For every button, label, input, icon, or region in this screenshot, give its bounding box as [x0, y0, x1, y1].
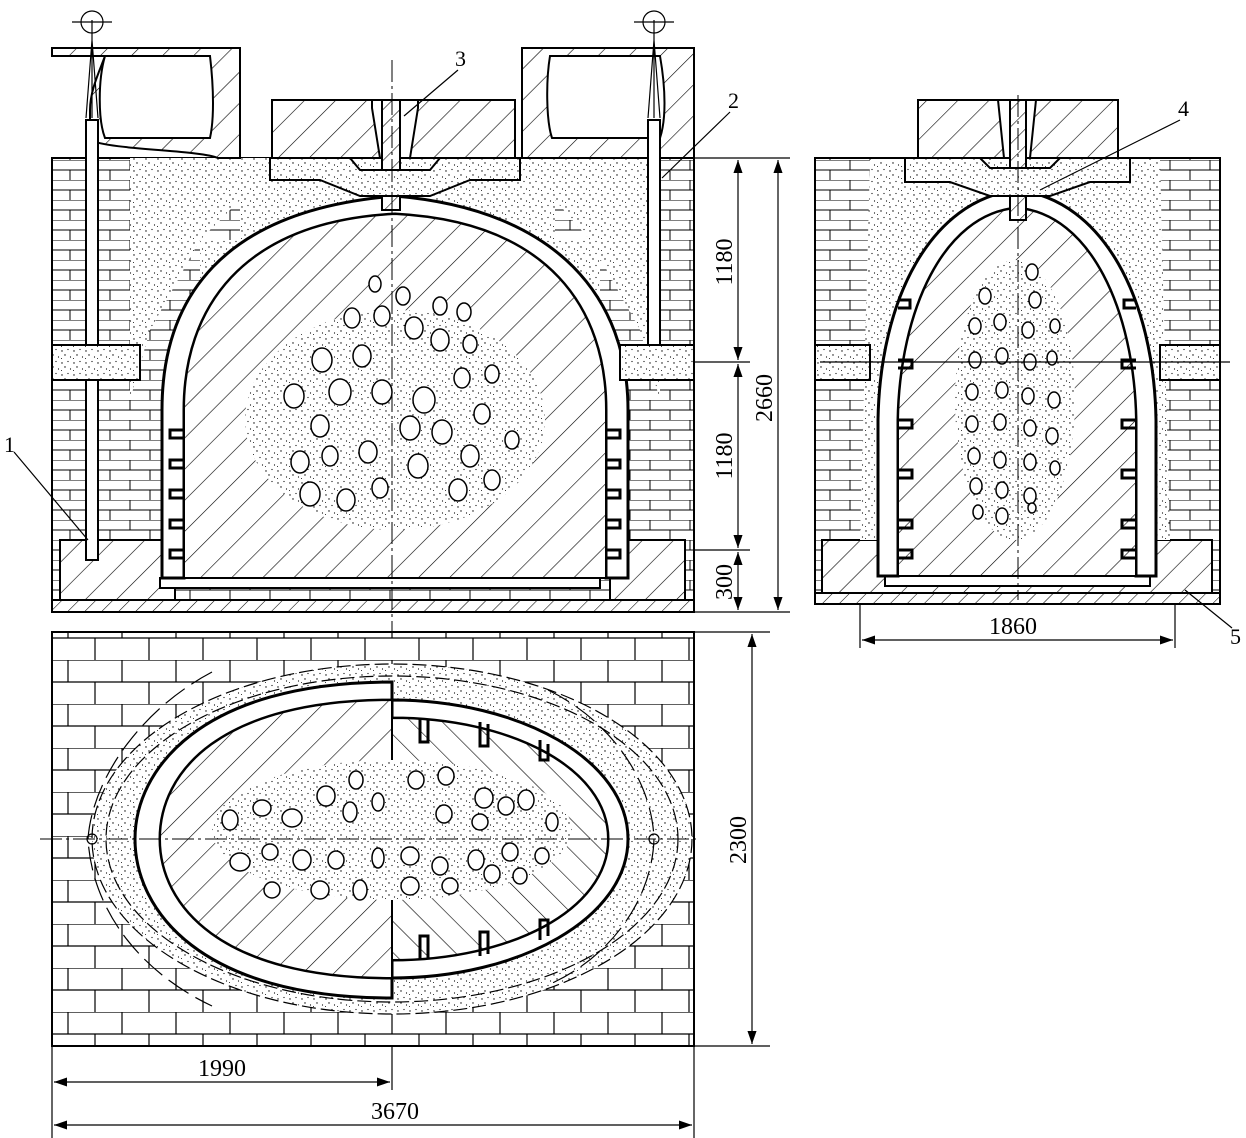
callouts: 1 2 3 4 5: [4, 46, 1241, 649]
dim-base-height: 300: [712, 564, 738, 600]
left-vertical-runner: [85, 119, 99, 561]
dim-half-length: 1990: [198, 1056, 246, 1082]
callout-2: 2: [728, 88, 739, 113]
core-aggregate-pebbles: [283, 275, 520, 512]
mould-base-plate: [159, 577, 601, 589]
left-sand-backing: [130, 158, 240, 400]
dim-plan-depth: 2300: [726, 816, 752, 864]
dim-upper-height: 1180: [712, 238, 738, 285]
top-feeder-ring: [269, 157, 521, 197]
side-section-view: [814, 95, 1230, 605]
dim-total-length: 3670: [371, 1099, 419, 1125]
right-gate-rod: [647, 20, 661, 119]
callout-3: 3: [455, 46, 466, 71]
left-mid-joint: [51, 344, 141, 381]
front-floor-plate: [51, 599, 695, 613]
right-cooling-fins: [606, 428, 622, 560]
left-gate-rod: [85, 20, 99, 119]
right-sand-backing: [555, 158, 660, 400]
plan-bottom-fins: [418, 918, 550, 960]
plan-core-pebbles: [221, 766, 559, 901]
callout-4: 4: [1178, 96, 1189, 121]
right-vertical-runner: [647, 119, 661, 381]
front-section-view: [51, 10, 695, 1090]
right-mid-joint: [619, 344, 695, 381]
left-cup-basin: [98, 55, 214, 139]
side-dimensions: 1860: [859, 604, 1176, 648]
plan-view: [40, 631, 700, 1047]
side-left-fins: [898, 298, 914, 560]
left-cooling-fins: [168, 428, 184, 560]
plan-top-fins: [418, 718, 550, 762]
dim-side-width: 1860: [989, 614, 1037, 640]
front-dimensions: 1180 1180 300 2660: [694, 157, 790, 613]
side-core-pebbles: [965, 263, 1061, 525]
dim-total-height: 2660: [752, 374, 778, 422]
dim-middle-height: 1180: [712, 432, 738, 479]
plan-dimensions: 2300 1990 3670: [51, 631, 770, 1138]
callout-1: 1: [4, 432, 15, 457]
core-sand-zone: [245, 310, 545, 530]
side-right-fins: [1120, 298, 1136, 560]
right-cup-basin: [546, 55, 666, 139]
left-bottom-block: [59, 539, 176, 601]
callout-5: 5: [1230, 624, 1241, 649]
